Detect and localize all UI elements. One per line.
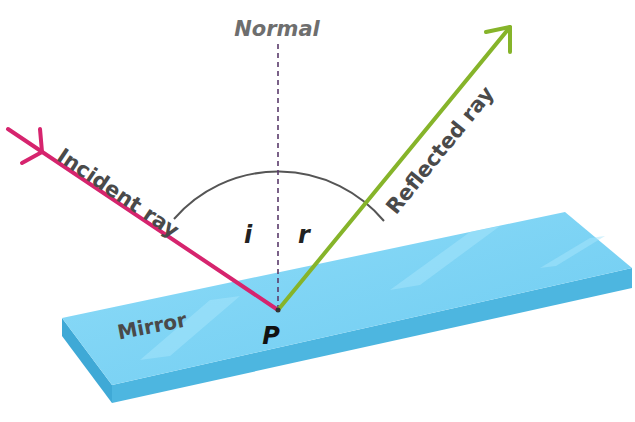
point-label: P — [262, 324, 280, 348]
normal-line — [277, 44, 279, 310]
mirror-glare — [540, 236, 605, 268]
ray-label: Incident ray — [53, 145, 182, 241]
point-dot — [276, 308, 281, 313]
ray-label: Reflected ray — [382, 83, 497, 218]
angle-label: r — [298, 223, 310, 247]
reflected-ray-line — [278, 27, 510, 310]
normal-label: Normal — [234, 19, 320, 40]
mirror-top — [62, 212, 632, 385]
incident-ray-line — [8, 129, 278, 310]
reflected-arrowhead — [486, 27, 510, 52]
angle-label: i — [244, 223, 252, 247]
mirror-glare — [390, 226, 500, 290]
angle-arc — [174, 172, 384, 221]
incident-arrowhead — [22, 129, 42, 163]
